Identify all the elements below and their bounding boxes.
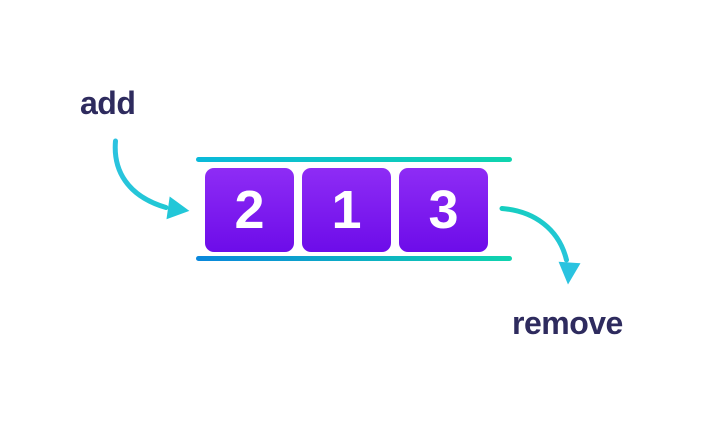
add-arrow-icon [112, 138, 190, 220]
queue-top-rail [196, 157, 512, 162]
queue-items: 2 1 3 [205, 168, 488, 252]
queue-item-box: 1 [302, 168, 391, 252]
queue-bottom-rail [196, 256, 512, 261]
add-label: add [80, 85, 136, 121]
queue-item-box: 3 [399, 168, 488, 252]
queue-item-box: 2 [205, 168, 294, 252]
remove-label: remove [512, 305, 623, 341]
remove-arrow-icon [499, 206, 581, 285]
